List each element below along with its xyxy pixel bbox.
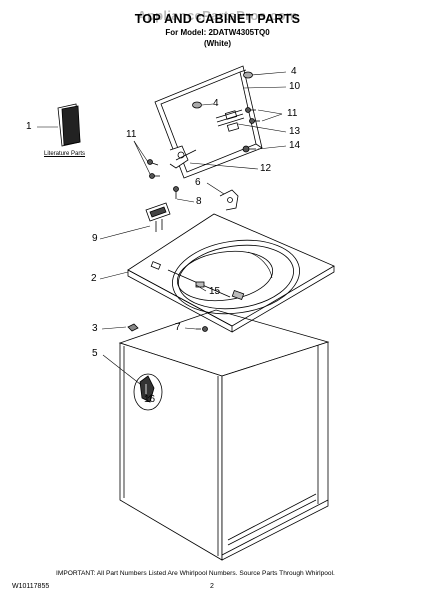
- callout-5: 5: [92, 348, 98, 359]
- callout-11a: 11: [126, 129, 137, 140]
- watermark-text: AppliancePartsPros.com: [137, 8, 298, 23]
- callout-3: 3: [92, 323, 98, 334]
- lid-part: [154, 65, 263, 179]
- callout-7: 7: [175, 322, 181, 333]
- screw-icons: [147, 107, 260, 332]
- top-panel: [127, 213, 335, 333]
- clip-icon: [127, 323, 139, 332]
- footer-note: IMPORTANT: All Part Numbers Listed Are W…: [56, 570, 335, 577]
- bumper-icon: [243, 71, 253, 79]
- literature-label: Literature Parts: [44, 151, 86, 157]
- hinge-bracket: [219, 189, 239, 211]
- lid-switch: [145, 202, 171, 232]
- callout-13: 13: [289, 126, 301, 137]
- callout-1: 1: [26, 121, 32, 132]
- bumper-icon: [192, 101, 202, 109]
- callout-8: 8: [196, 196, 202, 207]
- model-line: For Model: 2DATW4305TQ0: [165, 28, 270, 37]
- callout-14: 14: [289, 140, 301, 151]
- literature-booklet: [57, 103, 81, 147]
- leader-lines: [37, 71, 287, 399]
- callout-4a: 4: [291, 66, 297, 77]
- callout-12: 12: [260, 163, 272, 174]
- callout-15: 15: [209, 286, 221, 297]
- callout-2: 2: [91, 273, 97, 284]
- callout-16: 16: [144, 394, 156, 405]
- document-code: W10117855: [12, 583, 50, 590]
- callout-9: 9: [92, 233, 98, 244]
- callout-6: 6: [195, 177, 201, 188]
- cabinet-part: [118, 309, 330, 561]
- diagram-title: TOP AND CABINET PARTS: [134, 12, 301, 26]
- page-number: 2: [210, 583, 214, 590]
- callout-11b: 11: [287, 108, 298, 119]
- callout-10: 10: [289, 81, 301, 92]
- callout-4b: 4: [213, 98, 219, 109]
- color-line: (White): [203, 39, 232, 48]
